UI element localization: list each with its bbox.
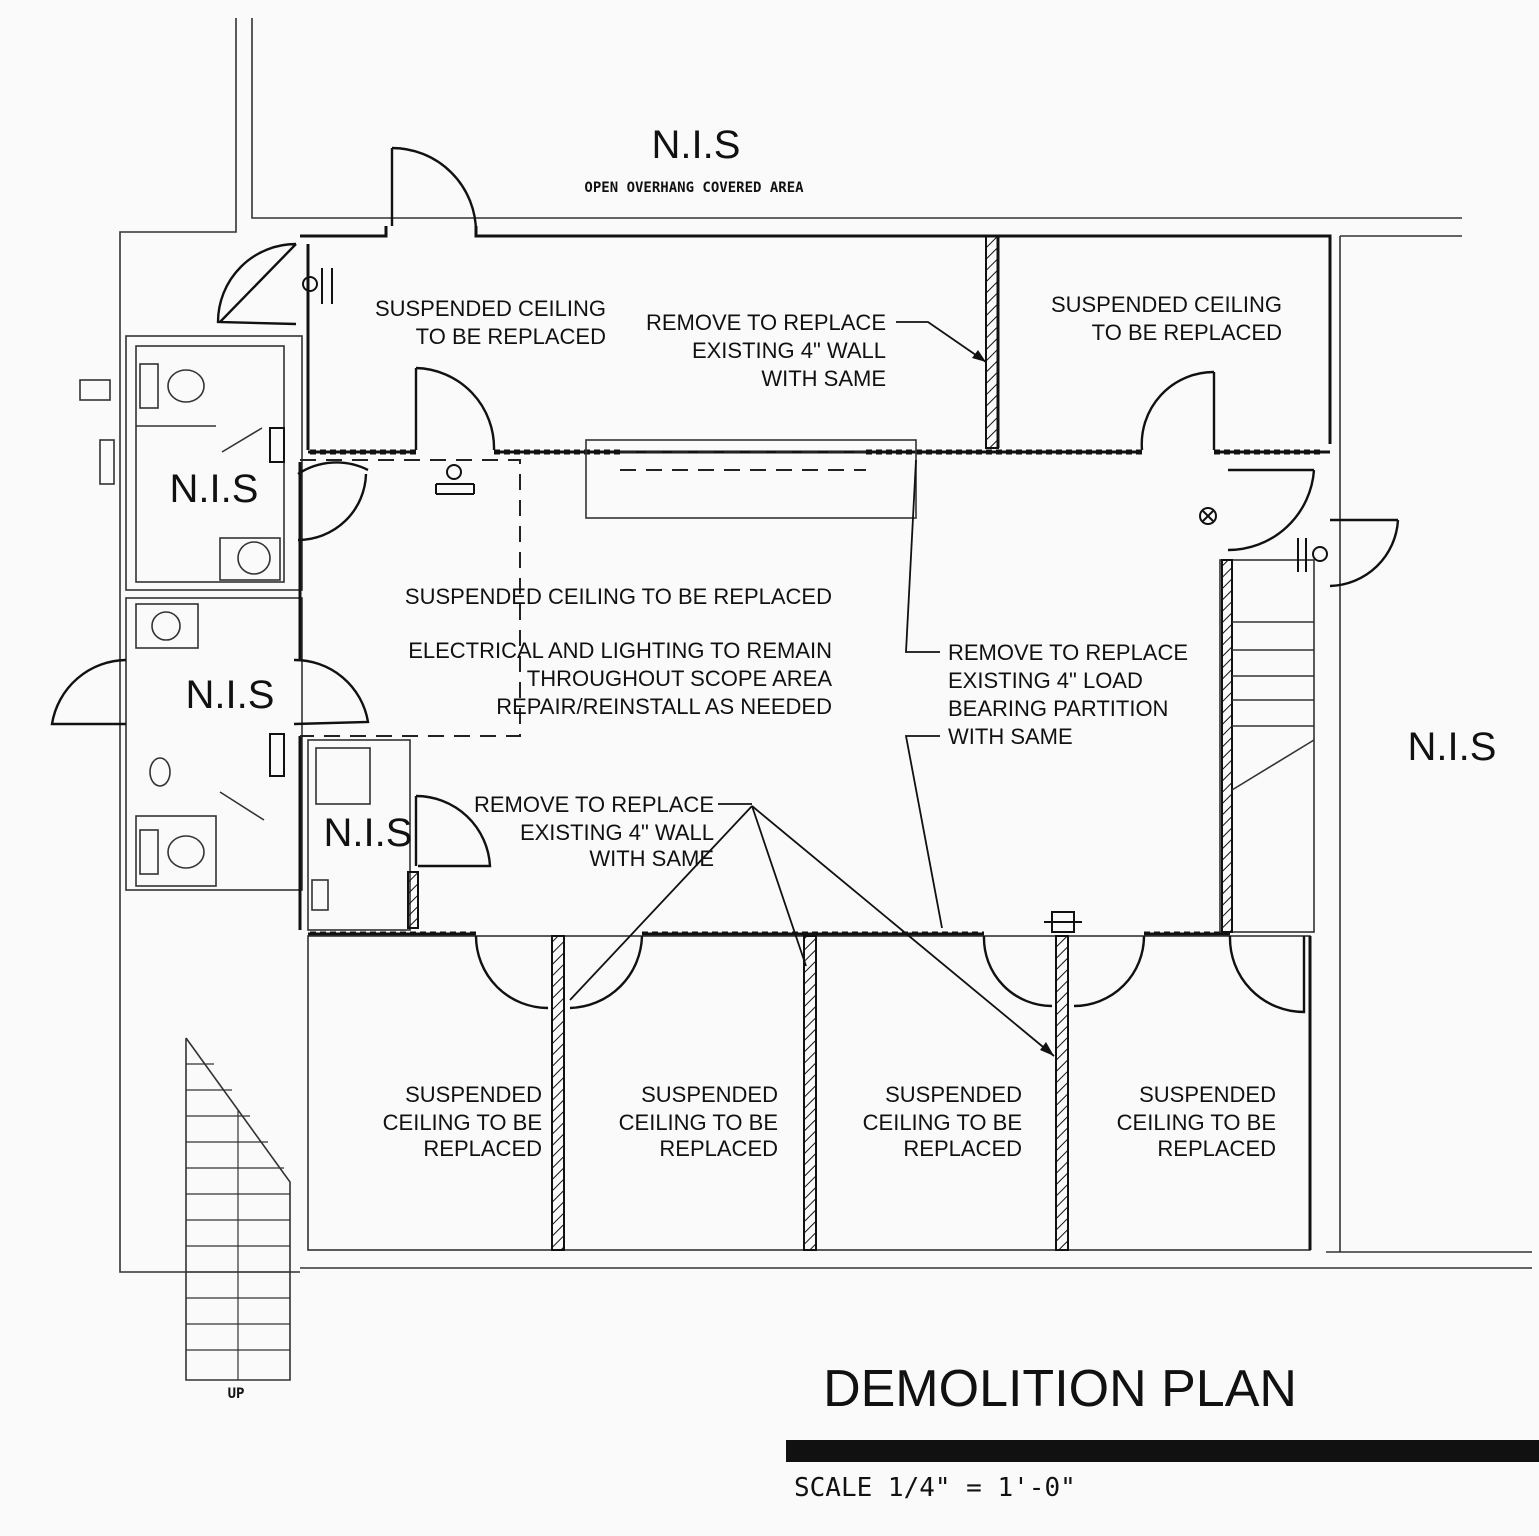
- drawing-scale: SCALE 1/4" = 1'-0": [794, 1473, 1076, 1503]
- bottom-room-1-line-3: REPLACED: [423, 1136, 542, 1161]
- top-wall-note-line-1: REMOVE TO REPLACE: [646, 310, 886, 335]
- bottom-room-2-line-1: SUSPENDED: [641, 1082, 778, 1107]
- top-wall-note-line-2: EXISTING 4" WALL: [692, 338, 886, 363]
- bottom-room-2-line-3: REPLACED: [659, 1136, 778, 1161]
- bottom-room-4-line-3: REPLACED: [1157, 1136, 1276, 1161]
- bottom-room-3-line-2: CEILING TO BE: [863, 1110, 1022, 1135]
- stairs: [185, 559, 1315, 1381]
- top-left-ceiling-line-1: SUSPENDED CEILING: [375, 296, 606, 321]
- top-right-ceiling-line-2: TO BE REPLACED: [1092, 320, 1282, 345]
- load-bearing-note-line-1: REMOVE TO REPLACE: [948, 640, 1188, 665]
- bottom-room-1-line-2: CEILING TO BE: [383, 1110, 542, 1135]
- top-wall-note-line-3: WITH SAME: [761, 366, 886, 391]
- bottom-wall-note-line-2: EXISTING 4" WALL: [520, 820, 714, 845]
- central-ceiling-note: SUSPENDED CEILING TO BE REPLACED: [405, 584, 832, 609]
- load-bearing-note-line-3: BEARING PARTITION: [948, 696, 1168, 721]
- title-rule: [786, 1440, 1539, 1462]
- bottom-room-2-line-2: CEILING TO BE: [619, 1110, 778, 1135]
- load-bearing-note-line-2: EXISTING 4" LOAD: [948, 668, 1143, 693]
- bottom-room-1-line-1: SUSPENDED: [405, 1082, 542, 1107]
- bottom-wall-note-line-1: REMOVE TO REPLACE: [474, 792, 714, 817]
- doors: [50, 146, 1400, 1014]
- central-area: [298, 459, 521, 931]
- top-right-ceiling-line-1: SUSPENDED CEILING: [1051, 292, 1282, 317]
- stair-up-label: UP: [228, 1386, 245, 1402]
- light-fixtures: [269, 268, 1328, 933]
- top-left-ceiling-line-2: TO BE REPLACED: [416, 324, 606, 349]
- electrical-note-line-2: THROUGHOUT SCOPE AREA: [527, 666, 833, 691]
- top-nis-label: N.I.S: [652, 123, 741, 167]
- bottom-room-4-line-1: SUSPENDED: [1139, 1082, 1276, 1107]
- restroom-upper-nis-label: N.I.S: [170, 467, 259, 511]
- right-nis-label: N.I.S: [1408, 725, 1497, 769]
- electrical-note-line-1: ELECTRICAL AND LIGHTING TO REMAIN: [408, 638, 832, 663]
- closet-nis-label: N.I.S: [324, 811, 413, 855]
- restroom-blocks: [79, 335, 303, 891]
- electrical-note-line-3: REPAIR/REINSTALL AS NEEDED: [496, 694, 832, 719]
- bottom-room-3-line-1: SUSPENDED: [885, 1082, 1022, 1107]
- bottom-rooms: [307, 931, 1312, 1251]
- note-leaders: [569, 321, 1055, 1057]
- bottom-room-3-line-3: REPLACED: [903, 1136, 1022, 1161]
- overhang-caption: OPEN OVERHANG COVERED AREA: [584, 180, 804, 196]
- drawing-title: DEMOLITION PLAN: [823, 1360, 1297, 1418]
- bottom-room-4-line-2: CEILING TO BE: [1117, 1110, 1276, 1135]
- load-bearing-note-line-4: WITH SAME: [948, 724, 1073, 749]
- top-rooms: [306, 235, 1330, 519]
- restroom-lower-nis-label: N.I.S: [186, 673, 275, 717]
- bottom-wall-note-line-3: WITH SAME: [589, 846, 714, 871]
